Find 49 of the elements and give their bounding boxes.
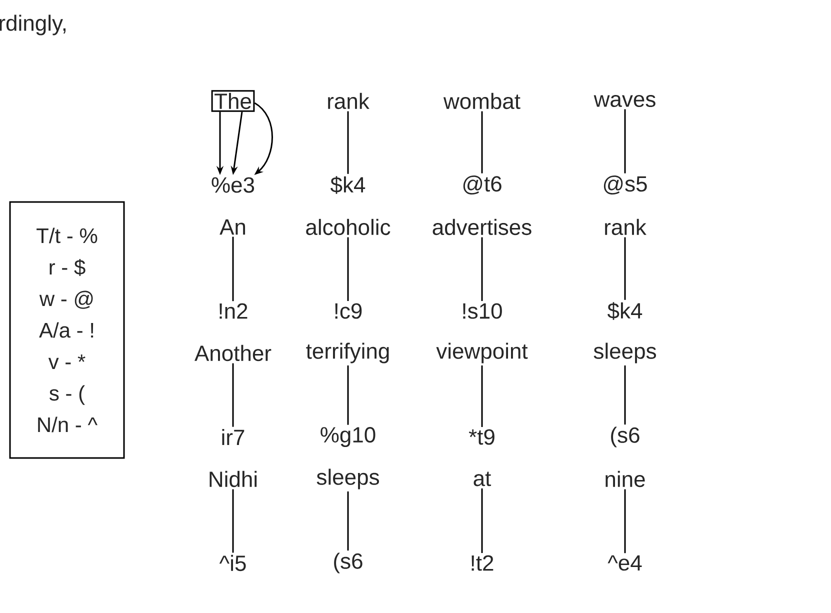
code-word: (s6 [334,552,362,574]
connector-line [624,237,626,300]
word: Another [194,344,272,362]
word: advertises [432,218,532,236]
code-word: !t2 [472,555,494,571]
key-box: T/t - % r - $ w - @ A/a - ! v - * s - ( N/n - ^ [9,201,125,459]
text-fragment: rdingly, [0,14,66,36]
connector-line [481,365,483,427]
word: Nidhi [210,470,257,488]
connector-line [232,236,234,302]
connector-line [347,365,349,425]
word: at [474,472,492,486]
connector-line [347,237,349,301]
code-word: !n2 [220,303,248,319]
word: alcoholic [306,218,390,236]
connector-line [624,365,626,425]
code-word: (s6 [611,426,640,448]
word: The [211,90,255,112]
word: rank [328,92,370,110]
code-word: !s10 [463,303,502,319]
code-word: ^i5 [219,554,246,572]
code-word: %e3 [212,177,254,193]
code-word: *t9 [468,429,494,445]
word: sleeps [316,468,379,490]
word: sleeps [594,342,656,364]
code-word: $k4 [608,302,642,320]
code-word: %g10 [320,427,376,447]
connector-line [481,111,483,174]
code-word: @s5 [604,176,647,194]
word: terrifying [306,342,389,364]
word: waves [594,94,656,108]
connector-line [624,489,626,554]
word: An [220,219,246,235]
code-word: !c9 [335,303,362,319]
word: wombat [443,92,520,110]
code-word: $k4 [330,176,366,194]
connector-line [347,491,349,551]
connector-line [624,109,626,174]
word: nine [606,470,645,488]
connector-line [232,363,234,427]
connector-line [347,111,349,174]
code-word: ^e4 [608,555,642,571]
code-word: ir7 [222,429,244,445]
word: rank [605,218,646,236]
connector-line [232,489,234,553]
connector-line [481,237,483,301]
word: viewpoint [436,342,528,364]
connector-line [481,488,483,554]
code-word: @t6 [463,176,502,194]
